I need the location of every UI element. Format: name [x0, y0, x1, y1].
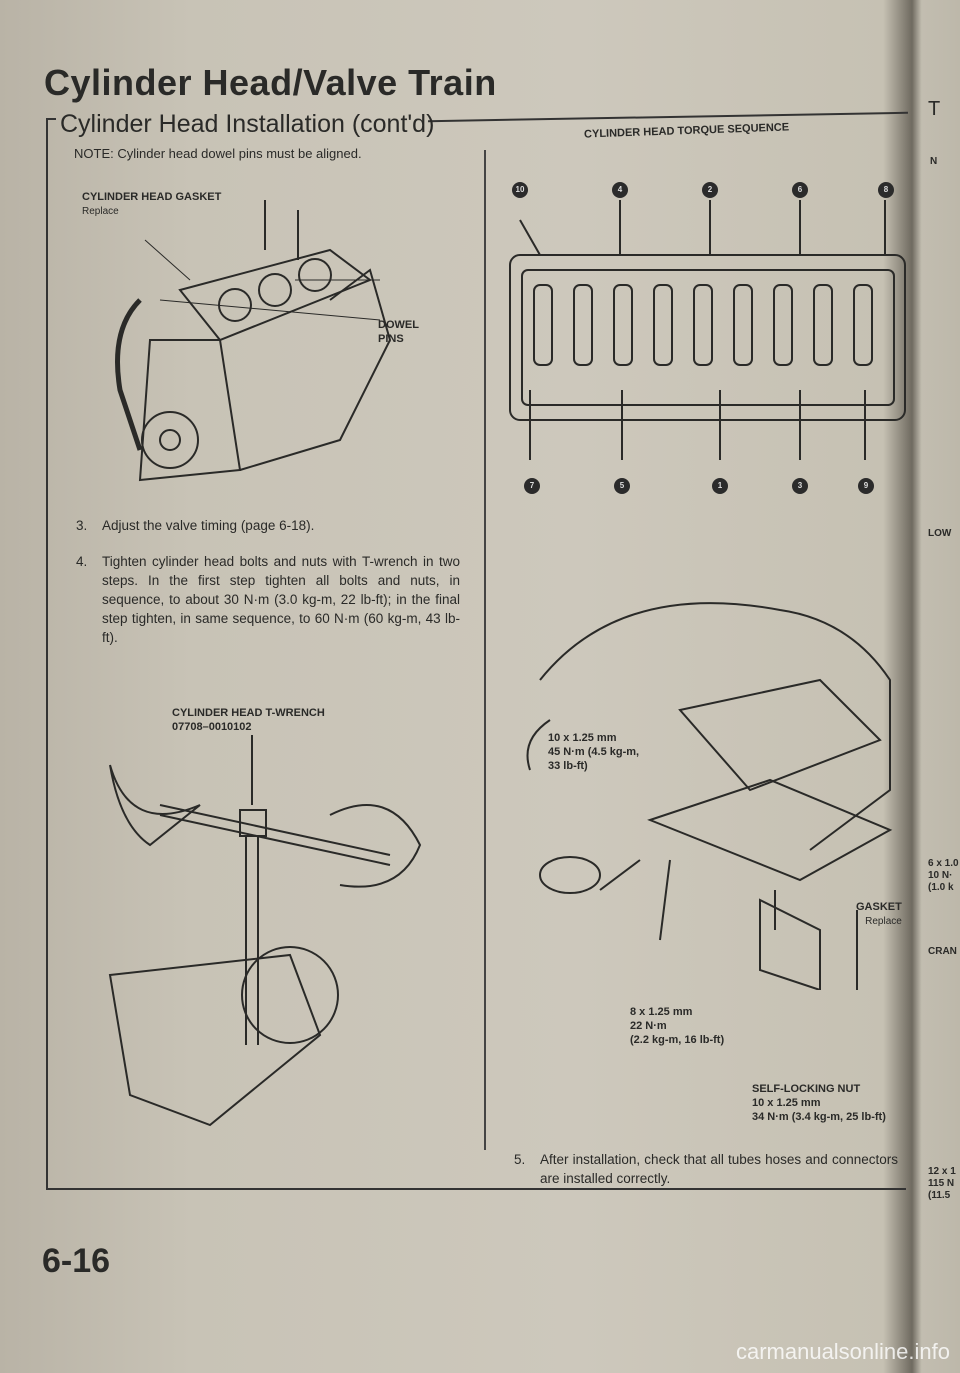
- torque-sequence-number: 8: [878, 182, 894, 198]
- note-text: NOTE: Cylinder head dowel pins must be a…: [74, 146, 362, 161]
- cylinder-head-gasket-illustration: [115, 200, 392, 482]
- next-page-fragment: T: [928, 98, 941, 120]
- torque-sequence-number: 1: [712, 478, 728, 494]
- step-5: 5.After installation, check that all tub…: [514, 1152, 898, 1186]
- frame-line: [428, 111, 908, 123]
- torque-sequence-title: CYLINDER HEAD TORQUE SEQUENCE: [583, 121, 790, 141]
- torque-sequence-number: 4: [612, 182, 628, 198]
- watermark: carmanualsonline.info: [735, 1339, 950, 1364]
- t-wrench-illustration: [108, 735, 422, 1127]
- rocker-arm: [533, 284, 553, 366]
- torque-sequence-number: 5: [614, 478, 630, 494]
- rocker-arm: [613, 284, 633, 366]
- next-page-fragment: CRAN: [928, 946, 957, 957]
- torque-sequence-number: 2: [702, 182, 718, 198]
- torque-sequence-illustration: [509, 200, 906, 460]
- rocker-arm: [773, 284, 793, 366]
- step-3: 3.Adjust the valve timing (page 6-18).: [76, 518, 315, 533]
- torque-sequence-number: 7: [524, 478, 540, 494]
- rocker-arm: [733, 284, 753, 366]
- page-number: 6-16: [42, 1242, 111, 1280]
- intake-manifold-illustration: [526, 602, 893, 990]
- frame-line: [46, 118, 48, 1188]
- rocker-arm: [853, 284, 873, 366]
- torque-sequence-number: 9: [858, 478, 874, 494]
- rocker-arm: [693, 284, 713, 366]
- next-page-fragment: LOW: [928, 528, 952, 539]
- rocker-arm: [653, 284, 673, 366]
- step-4: 4.Tighten cylinder head bolts and nuts w…: [76, 554, 460, 645]
- frame-line: [46, 118, 56, 120]
- next-page-fragment: N: [930, 156, 938, 167]
- section-title: Cylinder Head/Valve Train: [44, 62, 497, 103]
- frame-line: [46, 1188, 906, 1190]
- torque-sequence-number: 10: [512, 182, 528, 198]
- torque-sequence-number: 6: [792, 182, 808, 198]
- rocker-arm: [573, 284, 593, 366]
- column-divider: [484, 150, 486, 1150]
- rocker-arm: [813, 284, 833, 366]
- subsection-title: Cylinder Head Installation (cont'd): [60, 110, 435, 138]
- torque-sequence-number: 3: [792, 478, 808, 494]
